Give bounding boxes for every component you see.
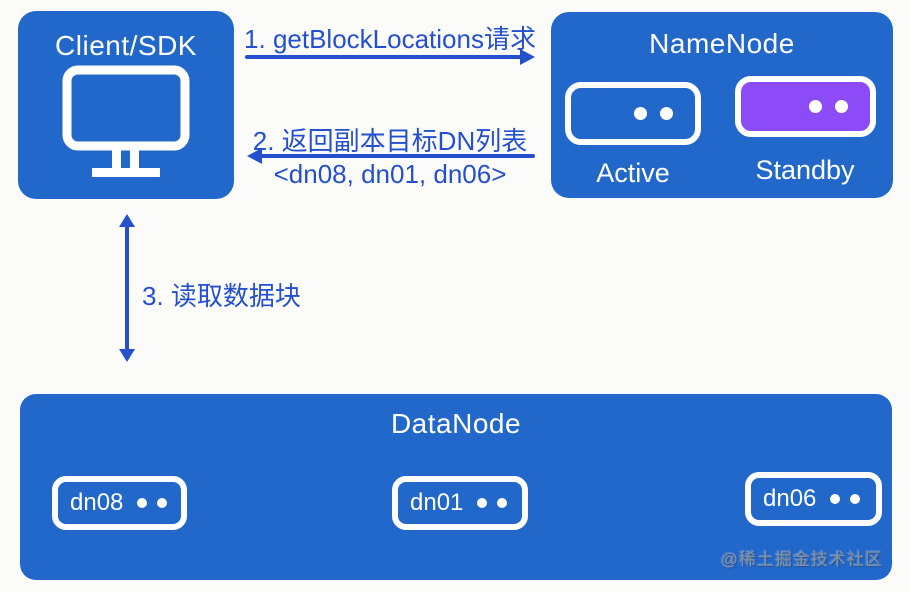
standby-label: Standby — [755, 155, 855, 185]
client-sdk-box: Client/SDK — [18, 11, 234, 199]
server-dot-icon — [497, 498, 508, 508]
datanode-box: DataNode dn08 dn01 dn06 @稀土掘金技术社区 — [20, 394, 892, 580]
server-dot-icon — [634, 107, 647, 120]
watermark: @稀土掘金技术社区 — [720, 550, 883, 569]
active-label: Active — [596, 158, 670, 188]
server-dot-icon — [835, 100, 848, 113]
step1-label: 1. getBlockLocations请求 — [244, 24, 536, 54]
active-namenode-server-icon — [565, 82, 701, 145]
arrowhead-right-icon — [520, 49, 535, 65]
arrowhead-up-icon — [119, 214, 135, 227]
dn08-label: dn08 — [70, 489, 124, 516]
server-dot-icon — [809, 100, 822, 113]
server-dot-icon — [830, 494, 841, 504]
step2-dn-list: <dn08, dn01, dn06> — [273, 159, 507, 189]
monitor-icon — [62, 65, 190, 177]
server-dot-icon — [850, 494, 861, 504]
arrowhead-down-icon — [119, 349, 135, 362]
step3-arrow-vertical — [119, 214, 135, 362]
step2-arrow-left — [247, 148, 535, 164]
client-sdk-title: Client/SDK — [55, 30, 197, 61]
datanode-dn08: dn08 — [52, 476, 187, 530]
arrow-line — [245, 55, 525, 59]
dn06-label: dn06 — [763, 485, 817, 512]
namenode-box: NameNode Active Standby — [551, 12, 893, 198]
datanode-dn06: dn06 — [745, 472, 882, 526]
server-dot-icon — [137, 498, 148, 508]
datanode-dn01: dn01 — [392, 476, 528, 530]
arrow-line — [257, 154, 535, 158]
dn01-label: dn01 — [410, 489, 464, 516]
step2-label: 2. 返回副本目标DN列表 — [252, 126, 528, 156]
step3-label: 3. 读取数据块 — [142, 281, 301, 311]
server-dot-icon — [660, 107, 673, 120]
standby-namenode-server-icon — [735, 76, 876, 137]
arrowhead-left-icon — [247, 148, 262, 164]
datanode-title: DataNode — [390, 408, 522, 439]
namenode-title: NameNode — [649, 28, 795, 59]
step1-arrow-right — [245, 49, 535, 65]
arrow-line — [125, 224, 129, 352]
server-dot-icon — [477, 498, 488, 508]
server-dot-icon — [157, 498, 168, 508]
